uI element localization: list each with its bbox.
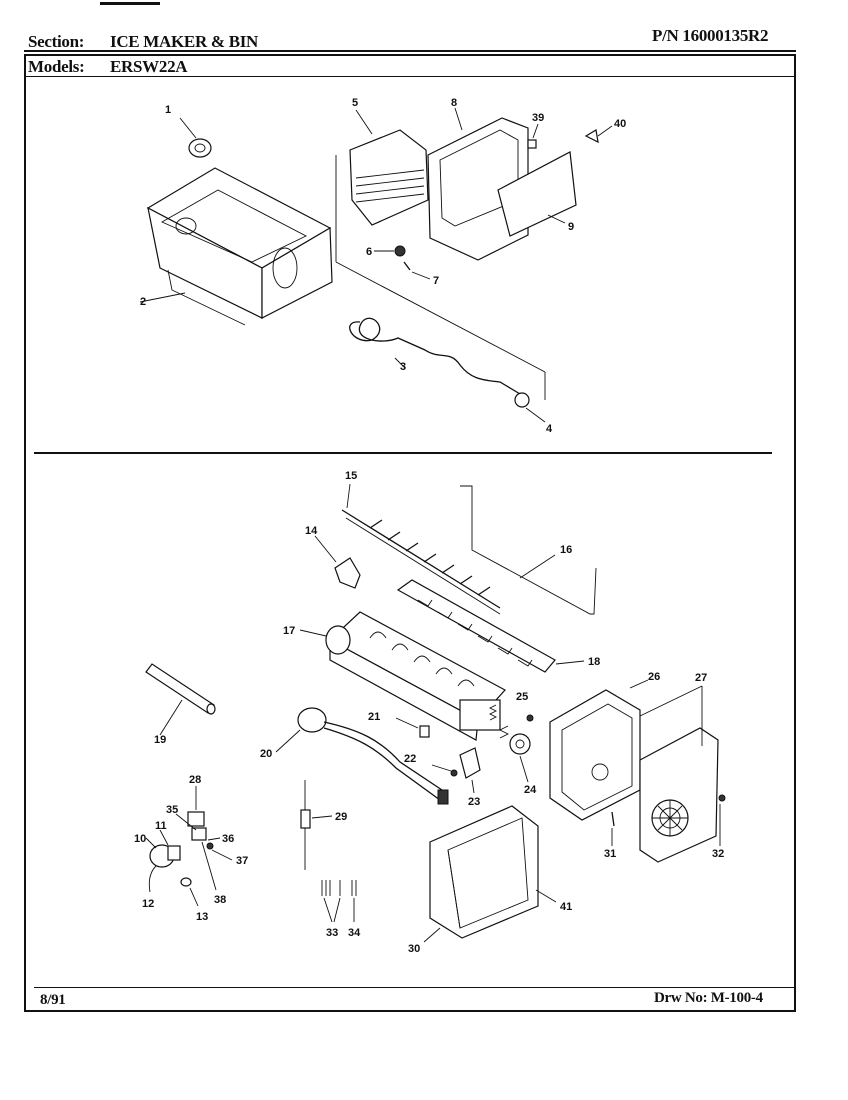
callout-6: 6	[366, 246, 372, 258]
callout-30: 30	[408, 943, 420, 955]
callout-9: 9	[568, 221, 574, 233]
part-14-bracket	[314, 535, 361, 589]
callout-41: 41	[560, 901, 572, 913]
models-value: ERSW22A	[110, 57, 188, 76]
part-27-motor	[639, 685, 719, 863]
section-label: Section:	[28, 32, 85, 51]
part-33-34-fasteners	[321, 880, 357, 923]
part-13-screw	[180, 877, 199, 907]
part-17-mold	[299, 611, 506, 741]
callout-26: 26	[648, 671, 660, 683]
top-mark	[100, 2, 160, 5]
callout-36: 36	[222, 833, 234, 845]
part-31-screw	[611, 811, 615, 846]
footer-divider	[34, 987, 794, 988]
part-10-12-valve	[145, 829, 181, 893]
callout-13: 13	[196, 911, 208, 923]
callout-7: 7	[433, 275, 439, 287]
drawing-frame	[24, 54, 796, 1012]
part-19-rod	[145, 663, 216, 736]
callout-24: 24	[524, 784, 537, 796]
section-value: ICE MAKER & BIN	[110, 32, 259, 51]
callout-14: 14	[305, 525, 318, 537]
part-22-screw	[431, 764, 458, 777]
callout-39: 39	[532, 112, 544, 124]
section-divider	[34, 452, 772, 454]
part-40-screw	[584, 125, 613, 144]
callout-20: 20	[260, 748, 272, 760]
callout-32: 32	[712, 848, 724, 860]
callout-22: 22	[404, 753, 416, 765]
callout-27: 27	[695, 672, 707, 684]
callout-15: 15	[345, 470, 357, 482]
part-2-ice-bin	[139, 167, 333, 326]
header-underline	[24, 50, 796, 52]
callout-28: 28	[189, 774, 201, 786]
part-32-screw	[718, 794, 726, 846]
callout-34: 34	[348, 927, 361, 939]
callout-37: 37	[236, 855, 248, 867]
callout-12: 12	[142, 898, 154, 910]
callout-4: 4	[546, 423, 553, 435]
switch-cluster-35-38	[175, 813, 233, 891]
part-6-nut	[374, 245, 406, 257]
callout-2: 2	[140, 296, 146, 308]
callout-38: 38	[214, 894, 226, 906]
part-15-ejector	[341, 483, 501, 615]
callout-18: 18	[588, 656, 600, 668]
part-26-motor-housing	[549, 679, 649, 821]
part-25-spring	[488, 704, 534, 739]
part-5-housing	[335, 109, 546, 400]
part-16-shield	[460, 485, 597, 615]
callout-21: 21	[368, 711, 380, 723]
part-18-stripper	[396, 579, 585, 673]
drawing-number: Drw No: M-100-4	[654, 990, 763, 1006]
models-label: Models:	[28, 57, 85, 76]
part-30-41-cover	[423, 805, 557, 943]
callout-23: 23	[468, 796, 480, 808]
part-23-bracket	[459, 747, 481, 794]
part-39-clip	[527, 123, 539, 149]
callout-17: 17	[283, 625, 295, 637]
part-4-fitting	[514, 392, 546, 423]
part-29-tube	[300, 780, 333, 870]
callout-11: 11	[155, 820, 167, 832]
part-3-fill-tube	[349, 317, 521, 395]
callout-35: 35	[166, 804, 178, 816]
callout-labels: 1 2 5 8 39 40 9 6 7 3 4 15 16 14 17 18 2…	[134, 97, 724, 955]
part-20-harness	[275, 707, 449, 805]
part-21-clip	[395, 717, 430, 738]
callout-25: 25	[516, 691, 528, 703]
callout-40: 40	[614, 118, 626, 130]
part-number: P/N 16000135R2	[652, 26, 769, 45]
callout-10: 10	[134, 833, 146, 845]
callout-16: 16	[560, 544, 572, 556]
models-divider	[24, 76, 796, 77]
callout-5: 5	[352, 97, 358, 109]
callout-3: 3	[400, 361, 406, 373]
callout-19: 19	[154, 734, 166, 746]
footer-date: 8/91	[40, 992, 66, 1008]
part-28-switch	[187, 786, 205, 827]
part-1-knob	[179, 117, 212, 158]
part-8-front-cover	[427, 107, 529, 261]
part-24-gear	[509, 733, 531, 783]
part-7-screw	[403, 261, 431, 280]
part-9-panel	[497, 151, 577, 237]
callout-33: 33	[326, 927, 338, 939]
callout-1: 1	[165, 104, 171, 116]
callout-31: 31	[604, 848, 616, 860]
callout-29: 29	[335, 811, 347, 823]
callout-8: 8	[451, 97, 457, 109]
